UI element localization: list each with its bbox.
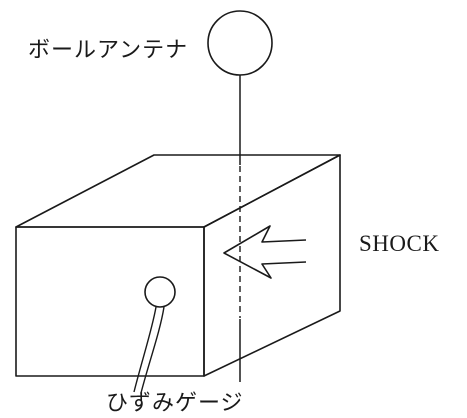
ball-antenna-label: ボールアンテナ xyxy=(28,38,189,63)
strain-gauge-label: ひずみゲージ xyxy=(106,391,244,416)
strain-gauge-wire-left xyxy=(133,306,157,393)
box-front-face xyxy=(15,226,205,377)
box-top-face xyxy=(15,154,341,228)
ball-antenna-sphere xyxy=(207,10,273,76)
shock-label: SHOCK xyxy=(359,231,440,256)
strain-gauge-wire-right xyxy=(140,306,165,394)
shock-arrow xyxy=(223,225,307,279)
box-side-face xyxy=(203,154,341,377)
strain-gauge-sensor xyxy=(144,276,176,308)
